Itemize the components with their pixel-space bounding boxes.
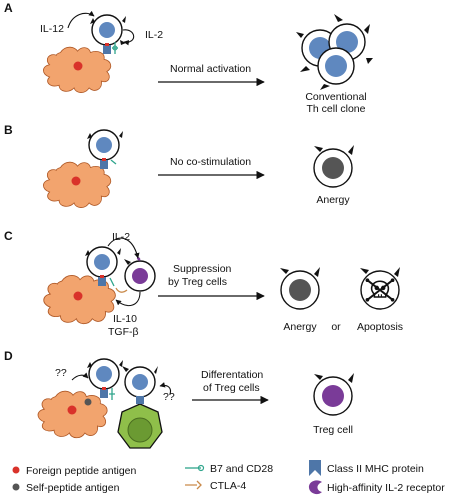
suppression-label-2: by Treg cells [168,276,227,288]
differentiation-label-1: Differentation [201,369,263,381]
legend-foreign-peptide-icon [12,466,20,474]
t-cell [85,246,121,278]
foreign-peptide-icon [73,291,83,301]
outcome-treg-label: Treg cell [313,424,353,436]
legend-b7-cd28-icon [185,464,205,472]
panel-a: A IL-12 IL-2 Normal activation [4,1,373,115]
differentiation-label-2: of Treg cells [203,382,260,394]
suppression-label-1: Suppression [173,263,232,275]
panel-a-letter: A [4,1,13,15]
t-cell [87,358,123,390]
legend-b7-cd28-label: B7 and CD28 [210,463,273,475]
self-peptide-icon [84,398,92,406]
panel-d-letter: D [4,349,13,363]
legend: Foreign peptide antigen Self-peptide ant… [12,460,445,495]
panel-c: C IL-2 IL-10 TGF-β Suppression by Treg c… [4,229,403,338]
cytokine-il10-label: IL-10 [113,313,137,325]
normal-activation-label: Normal activation [170,63,251,75]
foreign-peptide-icon [67,405,77,415]
legend-ctla4-icon [185,480,202,490]
legend-self-peptide-icon [12,483,20,491]
panel-b-letter: B [4,123,13,137]
legend-mhc-label: Class II MHC protein [327,463,424,475]
cytokine-il2-label: IL-2 [145,29,163,41]
foreign-peptide-icon [71,176,81,186]
question-marks-left: ?? [55,367,67,379]
cytokine-il12-label: IL-12 [40,23,64,35]
outcome-or-label: or [331,321,341,333]
conventional-th-clone [296,14,373,90]
t-cell-second [122,366,158,398]
apoptotic-cell [360,267,400,310]
anergic-cell [313,145,354,188]
cytokine-il2-label: IL-2 [112,231,130,243]
t-cell [90,14,126,46]
precursor-cell [117,403,163,449]
t-cell [87,129,123,161]
outcome-conventional-label: Conventional [305,91,366,103]
foreign-peptide-icon [73,61,83,71]
outcome-th-clone-label: Th cell clone [307,103,366,115]
panel-c-letter: C [4,229,13,243]
treg-cell-outcome [313,373,354,416]
legend-ctla4-label: CTLA-4 [210,480,246,492]
treg-cell [124,257,156,292]
legend-self-peptide-label: Self-peptide antigen [26,482,120,494]
legend-il2r-icon [308,480,322,495]
mhc-protein-icon [103,45,111,54]
legend-il2r-label: High-affinity IL-2 receptor [327,482,445,494]
question-marks-right: ?? [163,391,175,403]
ctla4-icon [115,287,128,293]
cytokine-tgfb-label: TGF-β [108,326,139,338]
anergic-cell [280,267,320,310]
panel-b: B No co-stimulation Anergy [4,123,354,208]
no-costimulation-label: No co-stimulation [170,156,251,168]
outcome-anergy-label: Anergy [283,321,317,333]
legend-mhc-icon [309,460,321,476]
outcome-apoptosis-label: Apoptosis [357,321,403,333]
legend-foreign-peptide-label: Foreign peptide antigen [26,465,136,477]
outcome-anergy-label: Anergy [316,194,350,206]
panel-d: D ?? ?? Differentation o [4,349,354,449]
